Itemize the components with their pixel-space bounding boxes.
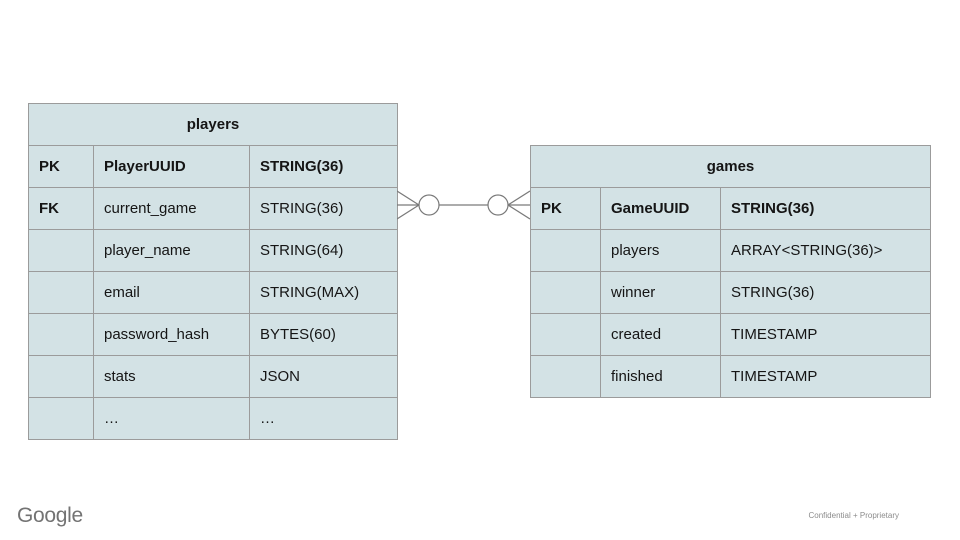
cell-field: created [601, 314, 721, 356]
cell-field: current_game [94, 188, 250, 230]
cell-type: … [250, 398, 398, 440]
cell-key [29, 314, 94, 356]
cell-type: STRING(36) [721, 272, 931, 314]
cell-type: TIMESTAMP [721, 356, 931, 398]
cell-key [531, 314, 601, 356]
crows-foot-left-icon [397, 190, 420, 220]
games-entity-table: games PK GameUUID STRING(36) players ARR… [530, 145, 931, 398]
cell-key [29, 272, 94, 314]
cell-key: FK [29, 188, 94, 230]
cell-key: PK [29, 146, 94, 188]
games-table-title: games [531, 146, 931, 188]
cell-type: STRING(36) [250, 188, 398, 230]
cell-type: STRING(64) [250, 230, 398, 272]
cell-type: STRING(36) [250, 146, 398, 188]
cell-field: password_hash [94, 314, 250, 356]
cell-type: STRING(MAX) [250, 272, 398, 314]
cell-field: GameUUID [601, 188, 721, 230]
crows-foot-right-icon [507, 190, 530, 220]
relationship-connector [397, 190, 530, 220]
cell-key [29, 356, 94, 398]
cell-key [531, 356, 601, 398]
cell-type: TIMESTAMP [721, 314, 931, 356]
cell-field: players [601, 230, 721, 272]
google-logo: Google [17, 504, 83, 527]
confidential-note: Confidential + Proprietary [808, 511, 900, 520]
cell-key [29, 398, 94, 440]
cell-type: JSON [250, 356, 398, 398]
cell-key: PK [531, 188, 601, 230]
cell-type: ARRAY<STRING(36)> [721, 230, 931, 272]
cell-field: stats [94, 356, 250, 398]
zero-circle-right-icon [487, 194, 509, 216]
players-table-title: players [29, 104, 398, 146]
zero-circle-left-icon [418, 194, 440, 216]
cell-field: finished [601, 356, 721, 398]
cell-field: PlayerUUID [94, 146, 250, 188]
cell-key [531, 230, 601, 272]
cell-field: email [94, 272, 250, 314]
players-entity-table: players PK PlayerUUID STRING(36) FK curr… [28, 103, 398, 440]
cell-type: BYTES(60) [250, 314, 398, 356]
cell-key [531, 272, 601, 314]
cell-type: STRING(36) [721, 188, 931, 230]
cell-field: winner [601, 272, 721, 314]
cell-key [29, 230, 94, 272]
cell-field: player_name [94, 230, 250, 272]
cell-field: … [94, 398, 250, 440]
